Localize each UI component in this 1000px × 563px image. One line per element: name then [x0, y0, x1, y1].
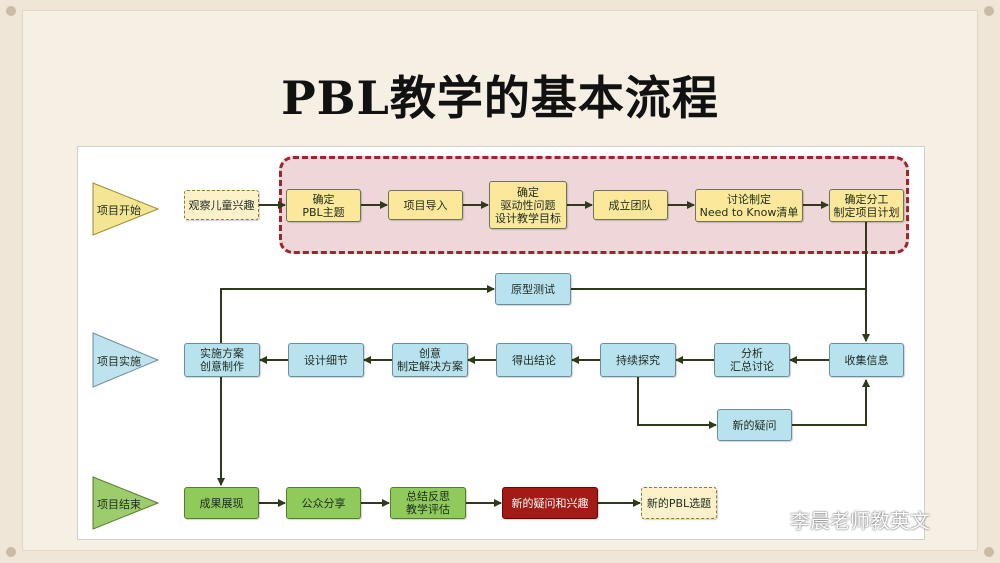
corner-dot — [984, 6, 994, 16]
node-driving-question: 确定 驱动性问题 设计教学目标 — [489, 181, 567, 229]
node-design-details: 设计细节 — [288, 343, 364, 377]
phase-start-label: 项目开始 — [97, 204, 141, 217]
arrow — [792, 379, 870, 426]
arrow — [220, 285, 495, 343]
node-reflect: 总结反思 教学评估 — [390, 487, 466, 519]
node-conclude: 得出结论 — [496, 343, 572, 377]
corner-dot — [6, 6, 16, 16]
node-showcase: 成果展现 — [184, 487, 259, 519]
node-need-to-know: 讨论制定 Need to Know清单 — [695, 189, 803, 222]
node-observe-interest: 观察儿童兴趣 — [184, 190, 259, 220]
node-project-intro: 项目导入 — [388, 190, 463, 220]
node-form-team: 成立团队 — [593, 190, 668, 220]
node-new-topic: 新的PBL选题 — [641, 487, 717, 519]
phase-end-label: 项目结束 — [97, 498, 141, 511]
node-explore: 持续探究 — [600, 343, 676, 377]
wechat-icon — [749, 507, 782, 532]
node-confirm-topic: 确定 PBL主题 — [286, 189, 361, 222]
watermark-text: 李晨老师教英文 — [790, 509, 930, 533]
node-public-share: 公众分享 — [286, 487, 361, 519]
phase-implement-triangle — [92, 332, 160, 388]
node-prototype-test: 原型测试 — [495, 273, 571, 305]
node-assign-plan: 确定分工 制定项目计划 — [829, 189, 904, 222]
node-collect-info: 收集信息 — [829, 343, 904, 377]
arrow — [637, 377, 717, 429]
phase-start-triangle — [92, 182, 160, 236]
phase-implement-label: 项目实施 — [97, 355, 141, 368]
node-new-question-interest: 新的疑问和兴趣 — [502, 487, 598, 519]
slide-title: PBL教学的基本流程 — [281, 71, 719, 125]
node-analyze: 分析 汇总讨论 — [714, 343, 790, 377]
node-new-question: 新的疑问 — [717, 409, 792, 441]
node-creative-solution: 创意 制定解决方案 — [392, 343, 468, 377]
corner-dot — [984, 547, 994, 557]
corner-dot — [6, 547, 16, 557]
node-implement-plan: 实施方案 创意制作 — [184, 343, 260, 377]
phase-end-triangle — [92, 476, 160, 530]
watermark: 李晨老师教英文 — [748, 505, 930, 534]
